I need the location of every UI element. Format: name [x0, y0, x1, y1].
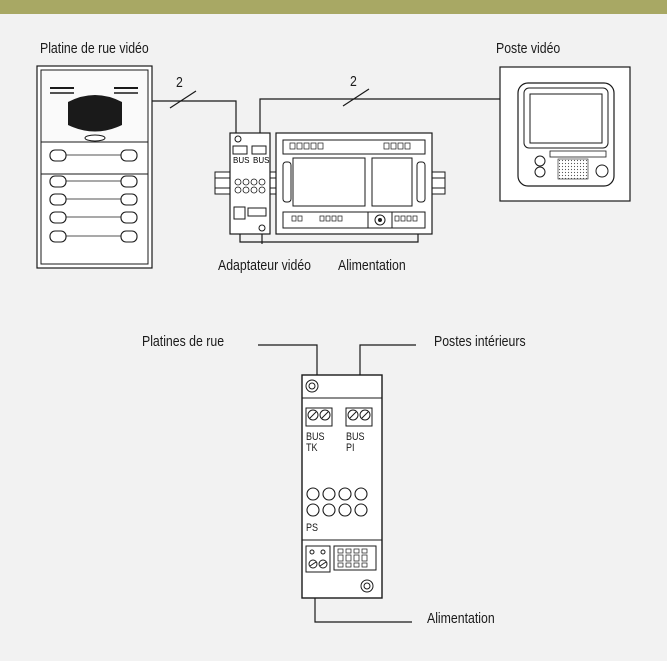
power-wire-bottom — [314, 598, 412, 623]
street-panels-label: Platines de rue — [142, 333, 225, 350]
wire-count-right: 2 — [350, 73, 357, 90]
video-station-device — [499, 66, 631, 202]
bus-tk-line2: TK — [306, 442, 318, 454]
bus-pi-line2: PI — [346, 442, 355, 454]
camera-lens — [68, 95, 122, 132]
video-adapter-label: Adaptateur vidéo — [218, 257, 312, 274]
bus-tk-line1: BUS — [306, 431, 325, 443]
street-panel-label: Platine de rue vidéo — [40, 40, 149, 57]
station-wire — [259, 98, 516, 133]
street-panel-device — [36, 65, 153, 269]
adapter-bus-tk-text: BUS — [233, 156, 249, 165]
bottom-wiring — [258, 344, 416, 623]
panel-wire — [152, 100, 237, 133]
indoor-stations-wire — [359, 344, 416, 375]
ps-label: PS — [306, 522, 319, 534]
wire-count-left: 2 — [176, 74, 183, 91]
wire-slash-right — [342, 88, 370, 107]
bus-pi-line1: BUS — [346, 431, 365, 443]
street-panels-wire — [258, 344, 318, 375]
video-adapter-device: BUS BUS — [229, 132, 271, 235]
video-station-label: Poste vidéo — [496, 40, 561, 57]
power-supply-device — [275, 132, 433, 235]
power-supply-bottom-label: Alimentation — [427, 610, 495, 627]
power-supply-label: Alimentation — [338, 257, 406, 274]
adapter-bus-pi-text: BUS — [253, 156, 269, 165]
top-accent-bar — [0, 0, 667, 14]
wire-slash-left — [169, 90, 197, 109]
indoor-stations-label: Postes intérieurs — [434, 333, 526, 350]
module-device — [301, 374, 383, 599]
